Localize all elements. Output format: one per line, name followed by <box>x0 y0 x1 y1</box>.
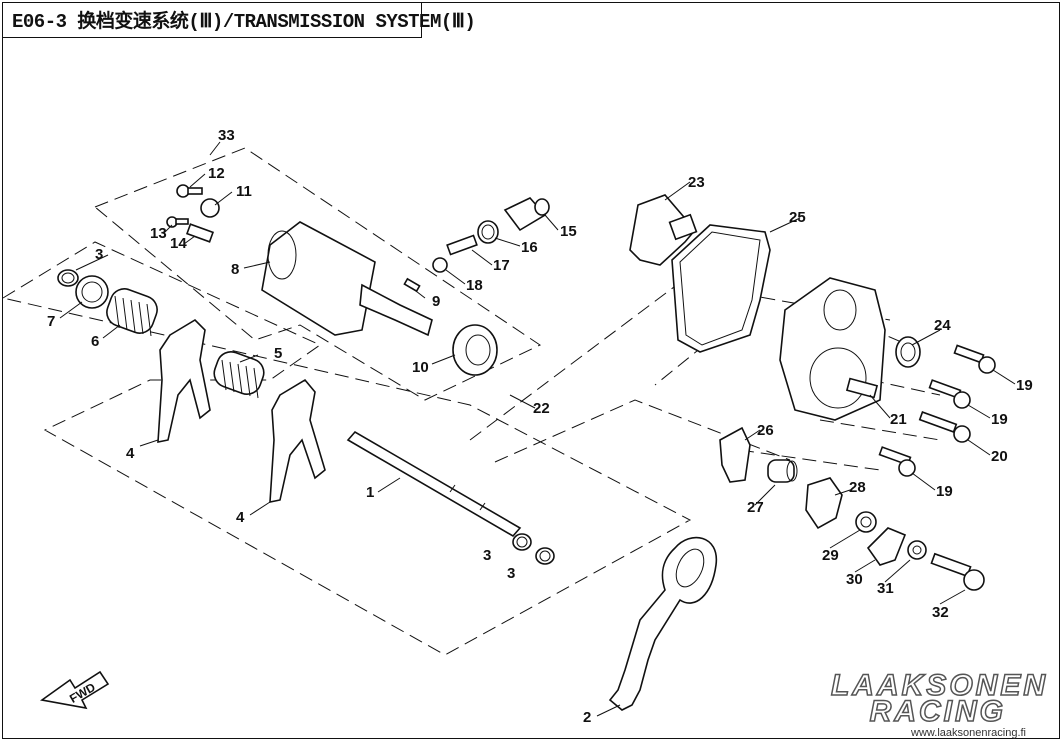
label-part-32: 32 <box>932 604 949 621</box>
part-19-bolt-c <box>878 446 916 477</box>
part-16-o-ring <box>477 220 499 244</box>
part-27-collar <box>767 459 798 483</box>
part-5-spring <box>213 351 265 399</box>
label-part-31: 31 <box>877 580 894 597</box>
label-part-3: 3 <box>95 246 103 263</box>
leader-lines <box>59 141 1016 717</box>
logo-line-1: LAAKSONEN <box>830 668 1048 703</box>
label-part-4: 4 <box>236 509 245 526</box>
label-part-24: 24 <box>934 317 951 334</box>
part-3-circlip-a <box>512 533 532 551</box>
label-part-28: 28 <box>849 479 866 496</box>
label-part-19: 19 <box>1016 377 1033 394</box>
label-part-23: 23 <box>688 174 705 191</box>
part-23-shift-shaft <box>629 194 698 266</box>
label-part-7: 7 <box>47 313 55 330</box>
label-part-27: 27 <box>747 499 764 516</box>
part-29-washer <box>855 511 877 533</box>
group-outline-cover <box>469 274 762 441</box>
label-part-20: 20 <box>991 448 1008 465</box>
label-part-3: 3 <box>483 547 491 564</box>
part-20-bolt <box>918 411 971 443</box>
label-part-12: 12 <box>208 165 225 182</box>
group-outline-33 <box>94 147 542 401</box>
label-part-4: 4 <box>126 445 135 462</box>
fwd-arrow-icon: FWD <box>39 670 110 710</box>
part-15-guide-bush <box>503 197 550 232</box>
part-18-ball <box>432 257 448 273</box>
label-part-14: 14 <box>170 235 187 252</box>
part-3-circlip-top <box>57 269 79 287</box>
part-21-shift-cover <box>779 277 886 421</box>
label-part-15: 15 <box>560 223 577 240</box>
part-2-shift-lever <box>608 536 718 711</box>
label-part-1: 1 <box>366 484 374 501</box>
part-4-shift-fork-left <box>157 318 211 443</box>
label-part-29: 29 <box>822 547 839 564</box>
label-part-30: 30 <box>846 571 863 588</box>
part-17-spring <box>446 234 478 256</box>
part-28-gear <box>805 477 843 530</box>
part-24-oil-seal <box>895 336 921 368</box>
label-part-17: 17 <box>493 257 510 274</box>
guide-dash <box>739 449 881 471</box>
part-3-circlip-b <box>535 547 555 565</box>
part-4-shift-fork-right <box>269 378 326 503</box>
label-part-18: 18 <box>466 277 483 294</box>
label-part-22: 22 <box>533 400 550 417</box>
group-outline-shift-forks <box>2 241 692 656</box>
diagram-title: E06-3 换档变速系统(Ⅲ)/TRANSMISSION SYSTEM(Ⅲ) <box>2 2 476 38</box>
part-31-washer <box>907 540 927 560</box>
part-11-washer <box>200 198 220 218</box>
label-part-8: 8 <box>231 261 239 278</box>
part-26-stopper-plate <box>719 426 751 483</box>
label-part-19: 19 <box>936 483 953 500</box>
part-8-shift-drum <box>261 221 433 337</box>
part-7-collar <box>75 275 109 309</box>
label-part-21: 21 <box>890 411 907 428</box>
label-part-13: 13 <box>150 225 167 242</box>
logo-line-2: RACING <box>869 694 1006 729</box>
label-part-16: 16 <box>521 239 538 256</box>
part-19-bolt-b <box>928 379 971 409</box>
label-part-9: 9 <box>432 293 440 310</box>
label-part-2: 2 <box>583 709 591 726</box>
label-part-19: 19 <box>991 411 1008 428</box>
label-part-5: 5 <box>274 345 282 362</box>
part-30-return-spring <box>866 527 907 566</box>
part-1-shift-fork-shaft <box>346 430 522 538</box>
label-part-33: 33 <box>218 127 235 144</box>
part-32-bolt <box>930 552 985 591</box>
label-part-10: 10 <box>412 359 429 376</box>
part-19-bolt-a <box>953 344 996 374</box>
part-10-bearing <box>452 324 498 376</box>
label-part-25: 25 <box>789 209 806 226</box>
label-part-3: 3 <box>507 565 515 582</box>
label-part-26: 26 <box>757 422 774 439</box>
part-12-bolt <box>176 184 203 198</box>
label-part-11: 11 <box>236 183 252 200</box>
part-13-bolt <box>166 216 189 228</box>
label-part-6: 6 <box>91 333 99 350</box>
part-9-pin <box>403 277 421 293</box>
guide-dash <box>819 419 941 441</box>
logo-url: www.laaksonenracing.fi <box>911 727 1026 739</box>
part-6-spring <box>106 288 158 337</box>
part-14-spring <box>185 223 215 243</box>
part-25-gasket <box>671 224 771 353</box>
watermark-logo: LAAKSONEN RACING www.laaksonenracing.fi <box>796 668 1056 739</box>
